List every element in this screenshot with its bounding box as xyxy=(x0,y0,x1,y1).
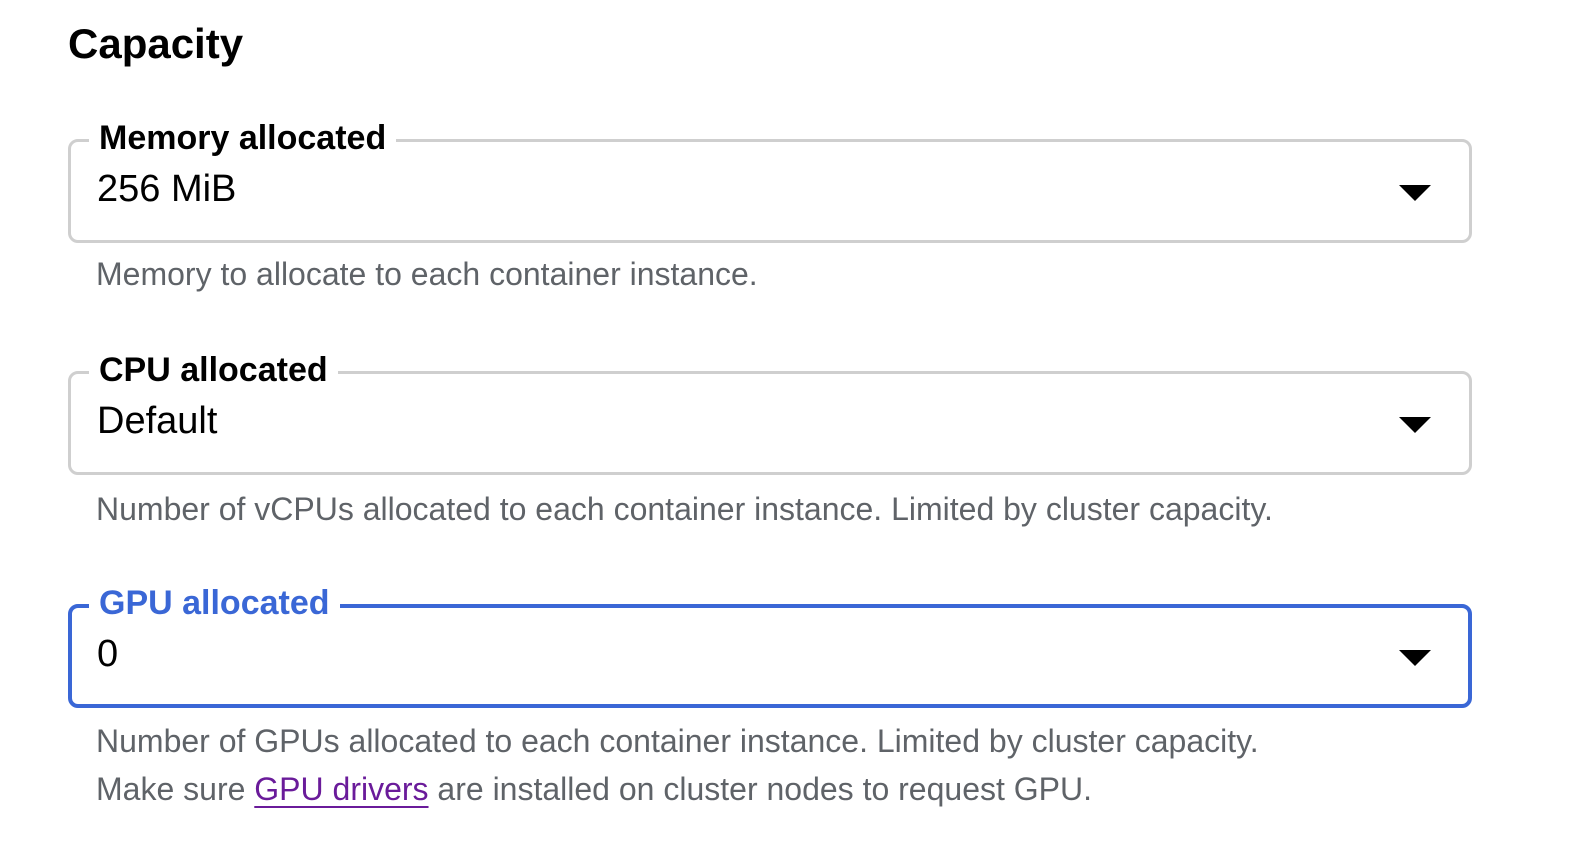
cpu-allocated-value: Default xyxy=(97,400,218,442)
section-title: Capacity xyxy=(68,20,244,67)
gpu-allocated-value: 0 xyxy=(97,633,119,675)
dropdown-arrow-icon xyxy=(1399,650,1431,666)
dropdown-arrow-icon xyxy=(1399,417,1431,433)
cpu-allocated-helper: Number of vCPUs allocated to each contai… xyxy=(96,491,1273,527)
gpu-helper-suffix: are installed on cluster nodes to reques… xyxy=(428,771,1092,807)
dropdown-arrow-icon xyxy=(1399,185,1431,201)
cpu-allocated-select[interactable]: CPU allocated Default xyxy=(68,348,1472,475)
gpu-allocated-select[interactable]: GPU allocated 0 xyxy=(68,581,1472,708)
gpu-allocated-helper-line1: Number of GPUs allocated to each contain… xyxy=(96,723,1259,759)
memory-allocated-label: Memory allocated xyxy=(89,116,397,160)
gpu-drivers-link[interactable]: GPU drivers xyxy=(254,771,429,807)
cpu-allocated-label: CPU allocated xyxy=(89,348,338,392)
memory-allocated-value: 256 MiB xyxy=(97,168,237,210)
gpu-allocated-label: GPU allocated xyxy=(89,581,340,625)
memory-allocated-helper: Memory to allocate to each container ins… xyxy=(96,256,758,292)
gpu-helper-prefix: Make sure xyxy=(96,771,255,807)
gpu-allocated-helper-line2: Make sure GPU drivers are installed on c… xyxy=(96,766,1092,813)
memory-allocated-select[interactable]: Memory allocated 256 MiB xyxy=(68,116,1472,243)
